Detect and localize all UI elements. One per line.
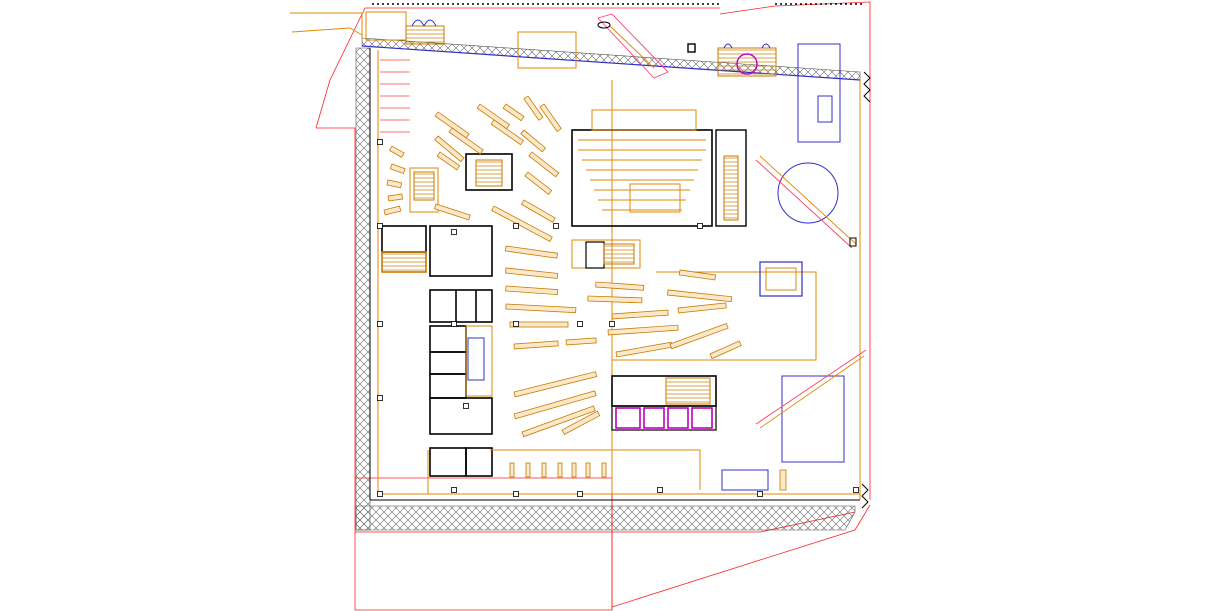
desk bbox=[434, 135, 465, 163]
column-icon bbox=[577, 321, 583, 327]
east-zone bbox=[490, 261, 867, 491]
desk bbox=[505, 267, 559, 279]
column-icon bbox=[513, 321, 519, 327]
desk bbox=[386, 179, 403, 189]
east-edge bbox=[859, 71, 871, 509]
desk bbox=[523, 95, 544, 121]
column-icon bbox=[377, 139, 383, 145]
column-icon bbox=[757, 491, 763, 497]
desk bbox=[709, 340, 742, 360]
desk bbox=[615, 341, 673, 358]
desk bbox=[436, 151, 461, 171]
column-icon bbox=[657, 487, 663, 493]
desk bbox=[595, 281, 645, 291]
column-icon bbox=[553, 223, 559, 229]
west-corridor bbox=[465, 325, 493, 397]
entry-pavilion-east bbox=[687, 43, 777, 77]
west-rooms-block bbox=[381, 225, 493, 477]
desk bbox=[565, 337, 597, 346]
desk bbox=[434, 111, 470, 139]
desk bbox=[490, 119, 525, 146]
column-icon bbox=[853, 487, 859, 493]
column-icon bbox=[697, 223, 703, 229]
north-retaining-wall bbox=[290, 3, 865, 81]
column-icon bbox=[513, 491, 519, 497]
west-parking-bays bbox=[380, 59, 410, 133]
column-icon bbox=[463, 403, 469, 409]
desk bbox=[509, 321, 569, 328]
desk bbox=[520, 199, 556, 223]
desk bbox=[677, 302, 727, 314]
column-icon bbox=[609, 321, 615, 327]
desk bbox=[607, 324, 679, 336]
diagonal-ramp-north bbox=[597, 13, 669, 79]
desk bbox=[389, 163, 406, 174]
stair-core-middle bbox=[571, 239, 641, 269]
column-icon bbox=[451, 229, 457, 235]
desk bbox=[387, 193, 404, 202]
desk bbox=[388, 145, 405, 158]
west-retaining-wall bbox=[355, 47, 371, 531]
structural-columns bbox=[377, 139, 859, 497]
desk bbox=[611, 309, 669, 320]
stair-core-upper bbox=[409, 153, 513, 213]
column-icon bbox=[451, 487, 457, 493]
column-icon bbox=[451, 321, 457, 327]
column-icon bbox=[377, 321, 383, 327]
desk bbox=[505, 303, 577, 314]
desk bbox=[505, 285, 559, 296]
desk bbox=[667, 289, 733, 303]
northeast-plaza bbox=[755, 43, 857, 249]
desk bbox=[504, 245, 558, 259]
desk bbox=[502, 103, 525, 122]
desk bbox=[561, 410, 601, 435]
column-icon bbox=[577, 491, 583, 497]
desk bbox=[520, 129, 547, 153]
desk bbox=[513, 390, 597, 420]
elevator-core bbox=[611, 375, 717, 431]
desk bbox=[669, 322, 729, 350]
column-icon bbox=[377, 395, 383, 401]
south-retaining-wall bbox=[355, 499, 860, 531]
south-benches bbox=[509, 462, 787, 491]
column-icon bbox=[377, 223, 383, 229]
desk bbox=[491, 205, 553, 242]
column-icon bbox=[513, 223, 519, 229]
auditorium bbox=[571, 109, 747, 227]
desk bbox=[448, 127, 484, 155]
desk bbox=[513, 371, 598, 398]
desk bbox=[678, 269, 717, 281]
column-icon bbox=[377, 491, 383, 497]
desk bbox=[383, 205, 402, 216]
desk bbox=[513, 340, 559, 350]
desk bbox=[476, 103, 511, 130]
reading-desks bbox=[383, 95, 742, 438]
entry-pavilion-west bbox=[365, 11, 577, 69]
desk bbox=[539, 103, 562, 132]
desk bbox=[528, 151, 560, 178]
desk bbox=[521, 405, 596, 438]
desk bbox=[587, 295, 643, 304]
desk bbox=[524, 171, 553, 195]
desk bbox=[433, 203, 471, 221]
